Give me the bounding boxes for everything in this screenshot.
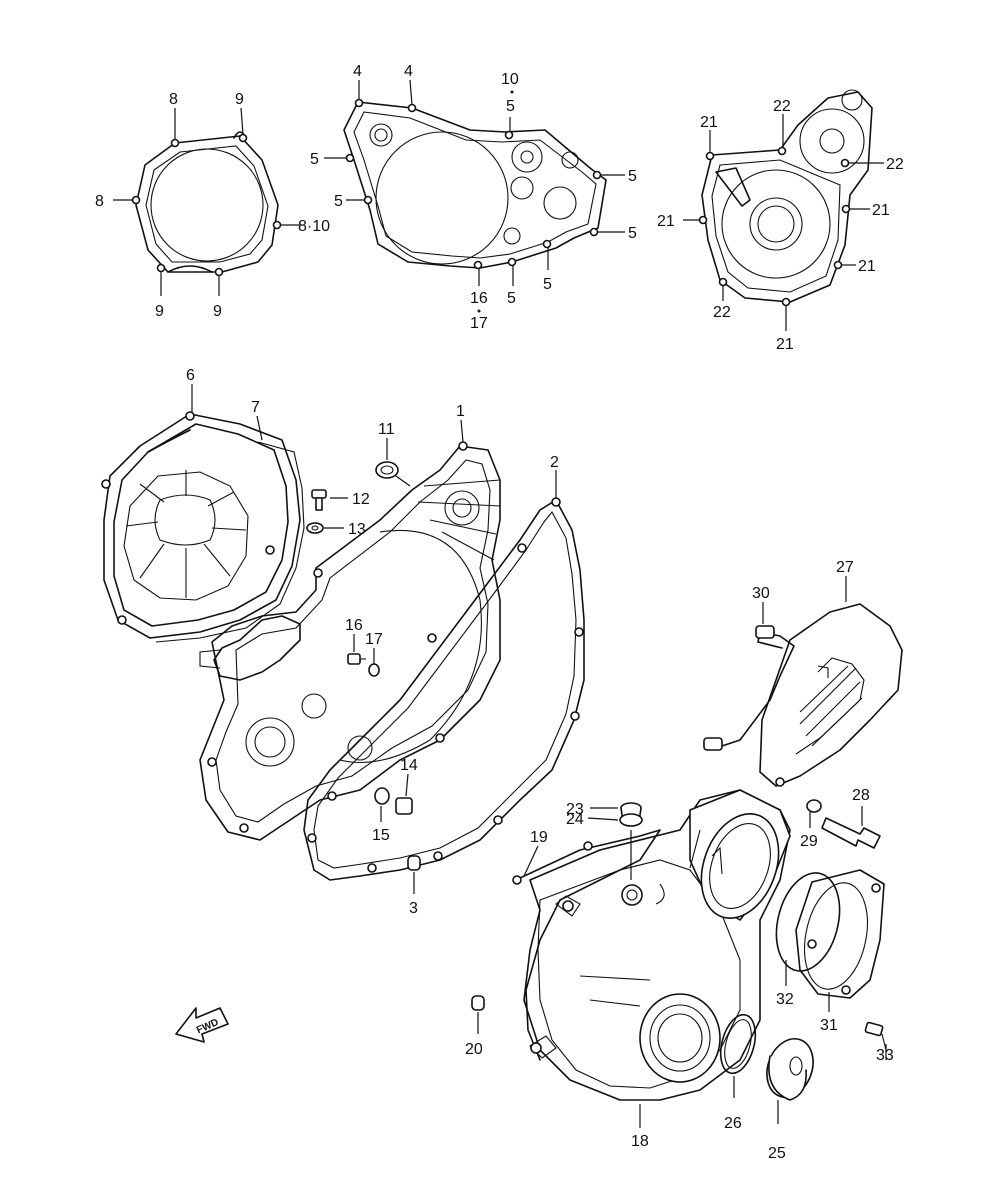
washer-15 [374,787,390,805]
callout-7: 7 [251,399,260,416]
plug-14 [395,797,413,815]
label-mid-right-5b: 5 [628,225,637,242]
callout-33: 33 [876,1047,894,1064]
sprocket-cover-27 [759,603,903,787]
callout-6: 6 [186,367,195,384]
label-right-21a: 21 [872,202,890,219]
callout-30: 30 [752,585,770,602]
magneto-cover-part [523,789,791,1101]
o-ring-26 [719,1013,757,1075]
callout-3: 3 [409,900,418,917]
clutch-cover-gasket-part [155,441,305,643]
label-right-22: 22 [886,156,904,173]
label-mid-bot-5a: 5 [543,276,552,293]
callout-23: 23 [566,801,584,818]
callout-26: 26 [724,1115,742,1132]
gasket-32 [775,872,841,972]
crankcase-cover-part [199,441,501,841]
callout-1: 1 [456,403,465,420]
bolt-33 [864,1021,887,1051]
label-right-left-21: 21 [657,213,675,230]
crankcase-cover-gasket-diagram: 4 4 10 5 5 5 5 5 5 5 16 17 [310,63,637,332]
callout-32: 32 [776,991,794,1008]
bracket-30 [703,625,795,751]
callout-13: 13 [348,521,366,538]
label-left-bot-9b: 9 [213,303,222,320]
oil-seal-11 [375,461,399,479]
bolt-28 [821,817,881,849]
label-right-top-22: 22 [773,98,791,115]
label-mid-left-5b: 5 [334,193,343,210]
label-mid-bot-16: 16 [470,290,488,307]
washer-17 [368,663,380,677]
o-ring-24 [619,813,643,827]
forward-arrow-icon: FWD [175,1007,229,1043]
bolt-12 [311,489,327,511]
callout-25: 25 [768,1145,786,1162]
washer-29 [806,799,822,813]
label-mid-bot-5b: 5 [507,290,516,307]
label-left-top-9: 9 [235,91,244,108]
magneto-cover-gasket-part [512,829,661,1061]
label-mid-top-5: 5 [506,98,515,115]
washer-13 [306,522,324,534]
callout-27: 27 [836,559,854,576]
callout-16: 16 [345,617,363,634]
callout-11: 11 [378,421,395,438]
crankcase-gasket-part [303,497,585,881]
callout-24: 24 [566,811,584,828]
dowel-3 [407,855,421,871]
callout-31: 31 [820,1017,838,1034]
callout-19: 19 [530,829,548,846]
label-right-bot-22: 22 [713,304,731,321]
clutch-cover-part [101,411,301,639]
label-mid-top-4b: 4 [404,63,413,80]
bolt-16 [347,653,366,665]
callout-15: 15 [372,827,390,844]
label-mid-top-10: 10 [501,71,519,88]
callout-12: 12 [352,491,370,508]
label-right-21b: 21 [858,258,876,275]
label-right-8-10: 8·10 [298,218,330,235]
dowel-20 [471,995,485,1011]
label-right-bot-21: 21 [776,336,794,353]
callout-28: 28 [852,787,870,804]
label-mid-top-4a: 4 [353,63,362,80]
label-left-bot-9a: 9 [155,303,164,320]
callout-29: 29 [800,833,818,850]
label-mid-left-5a: 5 [310,151,319,168]
callout-2: 2 [550,454,559,471]
magneto-cover-gasket-diagram: 21 22 22 21 21 21 22 21 [657,89,904,353]
label-mid-right-5a: 5 [628,168,637,185]
callout-18: 18 [631,1133,649,1150]
label-left-8: 8 [95,193,104,210]
callout-17: 17 [365,631,383,648]
callout-20: 20 [465,1041,483,1058]
clutch-cover-gasket-diagram: 8 9 8 8·10 9 9 [95,91,330,320]
callout-14: 14 [400,757,418,774]
cover-31 [795,869,885,999]
label-right-top-21: 21 [700,114,718,131]
label-mid-bot-17: 17 [470,315,488,332]
label-left-top-8: 8 [169,91,178,108]
cap-25 [766,1038,814,1101]
